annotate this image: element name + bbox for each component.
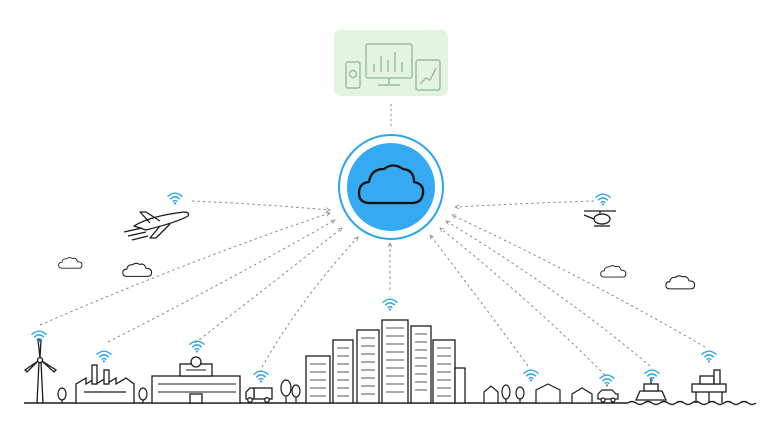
cloud-outline-icon [122, 262, 153, 277]
oil-rig-icon [691, 369, 727, 403]
cloud-hub [338, 134, 444, 240]
house-icon [483, 383, 593, 404]
wifi-icon [644, 369, 660, 382]
wifi-icon [96, 350, 112, 363]
skyscraper-icon [305, 319, 466, 404]
wifi-icon [253, 370, 269, 383]
sky-clouds [58, 257, 696, 290]
wifi-icon [189, 340, 205, 353]
helicopter-icon [583, 210, 616, 227]
cloud-outline-icon [665, 275, 696, 290]
wind-turbine-icon [23, 339, 58, 404]
cloud-outline-icon [58, 257, 83, 269]
trees [57, 379, 301, 403]
wifi-icon [382, 298, 398, 311]
wifi-icon [31, 330, 47, 343]
wifi-icon [701, 350, 717, 363]
wifi-icon [523, 369, 539, 382]
wifi-icon [595, 193, 611, 206]
wifi-icon [599, 374, 615, 387]
ship-icon [634, 378, 668, 401]
hospital-icon [151, 356, 241, 404]
truck-icon [245, 387, 273, 403]
cloud-outline-icon [600, 265, 627, 278]
data-flow-arrows [39, 200, 706, 376]
cloud-icon [357, 164, 425, 205]
factory-icon [75, 364, 135, 404]
airplane-icon [123, 211, 190, 241]
wifi-icon [167, 192, 183, 205]
skyscraper-windows [310, 327, 451, 397]
car-icon [597, 389, 619, 403]
analytics-dashboard-icon [334, 30, 448, 128]
water-waves [627, 400, 757, 406]
